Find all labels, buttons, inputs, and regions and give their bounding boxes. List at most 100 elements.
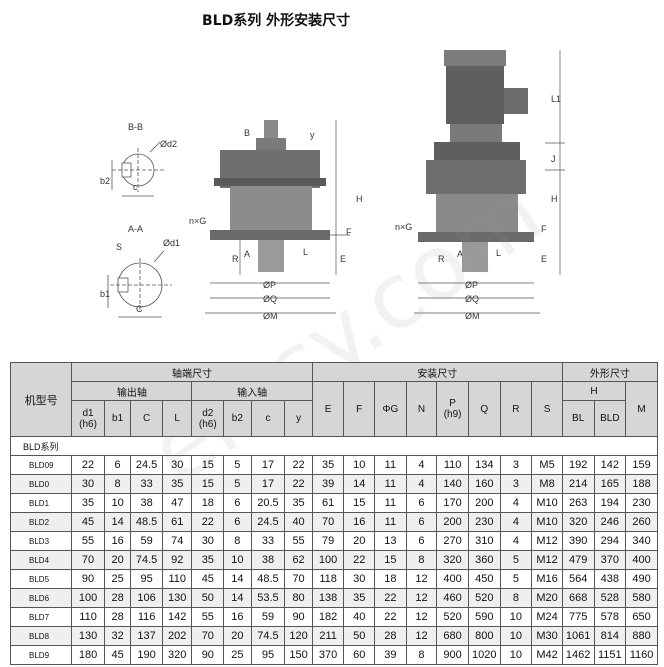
model-cell: BLD1 (9, 493, 73, 513)
value-cell: 30 (161, 455, 193, 475)
value-cell: 24.5 (130, 455, 163, 475)
value-cell: M20 (531, 588, 563, 608)
value-cell: 270 (436, 531, 469, 551)
model-cell: BLD9 (9, 645, 73, 665)
value-cell: 5 (499, 550, 533, 570)
value-cell: 8 (405, 645, 438, 665)
value-cell: 140 (436, 474, 469, 494)
section-views (107, 141, 172, 318)
label-section-aa: A-A (128, 224, 143, 234)
header-r: R (499, 381, 533, 437)
value-cell: 35 (71, 493, 105, 513)
value-cell: 95 (250, 645, 286, 665)
value-cell: 4 (499, 531, 533, 551)
value-cell: 20 (343, 531, 376, 551)
label-m-left: ØM (263, 311, 278, 321)
value-cell: 70 (284, 569, 313, 589)
value-cell: 22 (191, 512, 225, 532)
value-cell: 580 (625, 588, 658, 608)
value-cell: 8 (223, 531, 252, 551)
header-model: 机型号 (9, 362, 73, 437)
value-cell: 130 (161, 588, 193, 608)
value-cell: 10 (343, 455, 376, 475)
header-m: M (625, 381, 658, 437)
value-cell: 25 (103, 569, 132, 589)
value-cell: 294 (593, 531, 627, 551)
value-cell: 28 (103, 588, 132, 608)
value-cell: 1061 (561, 626, 595, 646)
value-cell: 22 (284, 455, 313, 475)
value-cell: 880 (625, 626, 658, 646)
header-c-big: C (130, 400, 163, 437)
dimension-drawing: B-B Ød2 b2 c A-A Ød1 S b1 C B y H F E n×… (100, 50, 565, 321)
value-cell: 450 (467, 569, 501, 589)
value-cell: 202 (161, 626, 193, 646)
header-d1: d1(h6) (71, 400, 105, 437)
value-cell: 33 (250, 531, 286, 551)
value-cell: 50 (343, 626, 376, 646)
header-n: N (405, 381, 438, 437)
label-l1: L1 (551, 94, 561, 104)
label-f-right: F (541, 224, 547, 234)
value-cell: 8 (499, 588, 533, 608)
value-cell: 12 (405, 588, 438, 608)
label-m-right: ØM (465, 311, 480, 321)
value-cell: 16 (343, 512, 376, 532)
label-ng-right: n×G (395, 222, 412, 232)
value-cell: 310 (467, 531, 501, 551)
value-cell: 120 (284, 626, 313, 646)
value-cell: 15 (191, 474, 225, 494)
value-cell: 30 (191, 531, 225, 551)
value-cell: 142 (161, 607, 193, 627)
value-cell: 10 (499, 645, 533, 665)
value-cell: 14 (223, 569, 252, 589)
value-cell: 479 (561, 550, 595, 570)
header-bl: BL (561, 400, 595, 437)
label-q-left: ØQ (263, 294, 277, 304)
value-cell: 320 (161, 645, 193, 665)
value-cell: 4 (405, 455, 438, 475)
value-cell: 400 (625, 550, 658, 570)
model-cell: BLD5 (9, 569, 73, 589)
label-c-small: c (133, 182, 138, 192)
value-cell: 10 (103, 493, 132, 513)
value-cell: 460 (436, 588, 469, 608)
value-cell: 70 (191, 626, 225, 646)
value-cell: 400 (436, 569, 469, 589)
label-e-right: E (541, 254, 547, 264)
value-cell: 137 (130, 626, 163, 646)
value-cell: 16 (103, 531, 132, 551)
value-cell: 10 (223, 550, 252, 570)
value-cell: 775 (561, 607, 595, 627)
label-section-bb: B-B (128, 122, 143, 132)
value-cell: 320 (436, 550, 469, 570)
value-cell: 160 (467, 474, 501, 494)
value-cell: 11 (374, 493, 407, 513)
value-cell: 59 (130, 531, 163, 551)
value-cell: 159 (625, 455, 658, 475)
value-cell: 38 (250, 550, 286, 570)
value-cell: 578 (593, 607, 627, 627)
value-cell: 40 (343, 607, 376, 627)
value-cell: 48.5 (250, 569, 286, 589)
value-cell: 22 (343, 550, 376, 570)
value-cell: 47 (161, 493, 193, 513)
value-cell: 200 (436, 512, 469, 532)
value-cell: 25 (223, 645, 252, 665)
value-cell: 1020 (467, 645, 501, 665)
value-cell: 74.5 (130, 550, 163, 570)
value-cell: 15 (191, 455, 225, 475)
value-cell: 70 (311, 512, 345, 532)
value-cell: 110 (436, 455, 469, 475)
value-cell: 192 (561, 455, 595, 475)
header-q: Q (467, 381, 501, 437)
value-cell: 62 (284, 550, 313, 570)
value-cell: 170 (436, 493, 469, 513)
